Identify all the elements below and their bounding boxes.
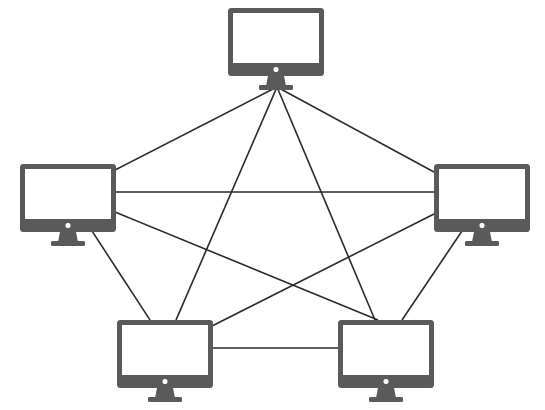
link-right-to-bottom-right: [401, 230, 463, 321]
link-top-to-right: [276, 86, 435, 173]
link-top-to-bottom-left: [175, 86, 278, 321]
desktop-monitor-icon: [434, 164, 530, 246]
desktop-monitor-icon: [228, 8, 324, 90]
computer-bottom-right: [338, 320, 434, 402]
link-left-to-bottom-right: [114, 211, 379, 321]
link-left-to-bottom-left: [91, 230, 151, 321]
link-top-to-left: [114, 86, 278, 171]
computer-top: [228, 8, 324, 90]
network-nodes: [20, 8, 530, 402]
computer-left: [20, 164, 116, 246]
link-top-to-bottom-right: [276, 86, 376, 321]
computer-right: [434, 164, 530, 246]
network-links: [91, 86, 463, 349]
desktop-monitor-icon: [117, 320, 213, 402]
desktop-monitor-icon: [338, 320, 434, 402]
desktop-monitor-icon: [20, 164, 116, 246]
link-right-to-bottom-left: [211, 213, 435, 327]
computer-bottom-left: [117, 320, 213, 402]
